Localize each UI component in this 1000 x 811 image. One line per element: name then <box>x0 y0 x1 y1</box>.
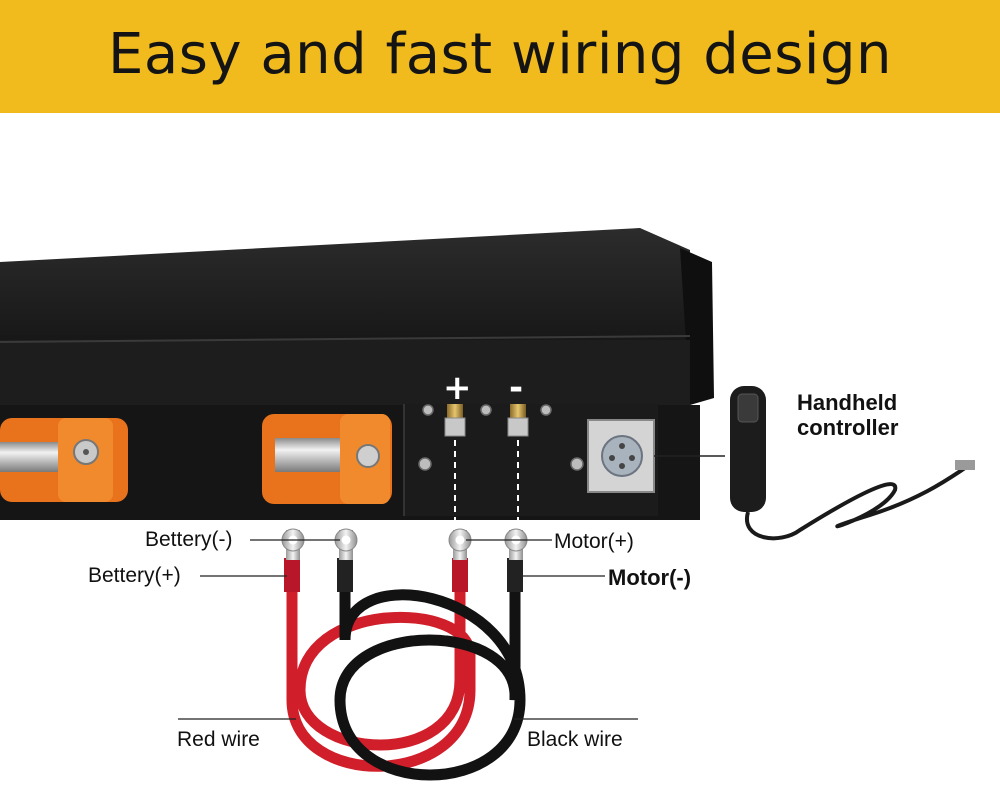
red-wire-label: Red wire <box>177 728 260 751</box>
callout-lines <box>178 539 638 720</box>
black-cable <box>334 558 526 781</box>
housing-front <box>0 340 690 410</box>
positive-terminal-stud <box>444 404 466 437</box>
battery-negative-label: Bettery(-) <box>145 528 233 551</box>
terminal-guide-lines <box>454 440 519 530</box>
mounting-bracket-right <box>262 414 392 504</box>
wiring-illustration <box>0 228 975 781</box>
housing-lid <box>0 228 690 350</box>
banner-title: Easy and fast wiring design <box>108 22 892 87</box>
negative-terminal-stud <box>507 404 529 437</box>
mounting-bracket-left <box>0 418 128 502</box>
title-banner: Easy and fast wiring design <box>0 0 1000 113</box>
black-wire-label: Black wire <box>527 728 623 751</box>
ring-terminals <box>281 528 528 560</box>
handheld-controller-label: Handheld controller <box>797 390 899 440</box>
red-cable <box>284 558 476 772</box>
handheld-controller <box>730 386 975 541</box>
battery-positive-label: Bettery(+) <box>88 564 181 587</box>
motor-positive-label: Motor(+) <box>554 530 634 553</box>
controller-socket <box>587 419 725 493</box>
panel-screws <box>418 404 584 471</box>
motor-negative-label: Motor(-) <box>608 565 692 590</box>
positive-terminal-sign: + <box>443 368 472 408</box>
negative-terminal-sign: - <box>509 368 524 408</box>
